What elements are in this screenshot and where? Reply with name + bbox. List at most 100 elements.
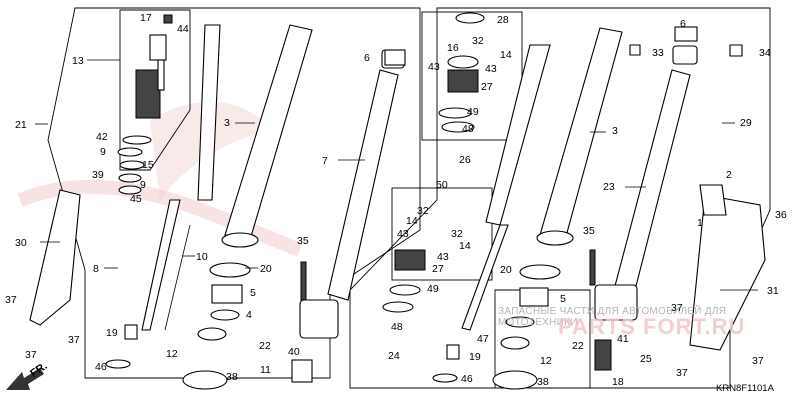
callout-30: 30 bbox=[15, 237, 27, 249]
callout-35-right: 35 bbox=[583, 225, 595, 237]
right-outer-tube-3 bbox=[536, 27, 623, 246]
diagram-code: KRN8F1101A bbox=[716, 383, 774, 394]
callout-3-left: 3 bbox=[224, 117, 230, 129]
callout-38-right: 38 bbox=[537, 376, 549, 388]
callout-26: 26 bbox=[459, 154, 471, 166]
callout-1: 1 bbox=[697, 217, 703, 229]
callout-32-c: 32 bbox=[451, 228, 463, 240]
watermark-caption: ЗАПАСНЫЕ ЧАСТИ ДЛЯ АВТОМОБИЛЕЙ ДЛЯ МОТОТ… bbox=[498, 306, 727, 328]
front-arrow bbox=[6, 368, 44, 390]
callout-22-right: 22 bbox=[572, 340, 584, 352]
callout-31: 31 bbox=[767, 285, 779, 297]
callout-23: 23 bbox=[603, 181, 615, 193]
callout-40: 40 bbox=[288, 346, 300, 358]
callout-11: 11 bbox=[260, 364, 271, 376]
callout-50: 50 bbox=[436, 179, 448, 191]
callout-44: 44 bbox=[177, 23, 189, 35]
callout-38-left: 38 bbox=[226, 371, 238, 383]
callout-39: 39 bbox=[92, 169, 104, 181]
callout-17: 17 bbox=[140, 12, 152, 24]
callout-15: 15 bbox=[142, 159, 154, 171]
callout-46-left: 46 bbox=[95, 361, 107, 373]
cartridge-13 bbox=[117, 14, 173, 195]
right-axle-holder bbox=[589, 249, 638, 321]
callout-6-left: 6 bbox=[364, 52, 370, 64]
callout-3-right: 3 bbox=[612, 125, 618, 137]
callout-22-left: 22 bbox=[259, 340, 271, 352]
callout-49-a: 49 bbox=[467, 106, 479, 118]
callout-48-a: 48 bbox=[462, 123, 474, 135]
callout-2: 2 bbox=[726, 169, 732, 181]
callout-25: 25 bbox=[640, 353, 652, 365]
callout-37-e: 37 bbox=[752, 355, 764, 367]
callout-27-a: 27 bbox=[481, 81, 493, 93]
callout-12-left: 12 bbox=[166, 348, 178, 360]
left-inner-tube-7 bbox=[327, 49, 405, 301]
callout-43-b: 43 bbox=[485, 63, 497, 75]
watermark-stroke bbox=[17, 179, 303, 257]
callout-35-left: 35 bbox=[297, 235, 309, 247]
right-damper-rod bbox=[461, 44, 551, 331]
callout-48-b: 48 bbox=[391, 321, 403, 333]
callout-32-a: 32 bbox=[472, 35, 484, 47]
left-damper-rod bbox=[141, 24, 221, 331]
callout-37-f: 37 bbox=[676, 367, 688, 379]
right-seals bbox=[384, 26, 743, 390]
box-22-right bbox=[494, 289, 591, 389]
callout-7: 7 bbox=[322, 155, 328, 167]
callout-47: 47 bbox=[477, 333, 489, 345]
callout-46-right: 46 bbox=[461, 373, 473, 385]
right-frame bbox=[349, 7, 771, 389]
callout-29: 29 bbox=[740, 117, 752, 129]
callout-43-a: 43 bbox=[428, 61, 440, 73]
left-axle-holder bbox=[299, 261, 339, 339]
left-fork-guard-30 bbox=[29, 189, 81, 326]
callout-41: 41 bbox=[617, 333, 629, 345]
callout-49-b: 49 bbox=[427, 283, 439, 295]
callout-13: 13 bbox=[72, 55, 84, 67]
callout-37-d: 37 bbox=[671, 302, 683, 314]
callout-20-left: 20 bbox=[260, 263, 272, 275]
callout-33: 33 bbox=[652, 47, 664, 59]
callout-43-d: 43 bbox=[437, 251, 449, 263]
callout-19-left: 19 bbox=[106, 327, 118, 339]
callout-24: 24 bbox=[388, 350, 400, 362]
callout-34: 34 bbox=[759, 47, 771, 59]
callout-6-right: 6 bbox=[680, 18, 686, 30]
right-fork-guard-31 bbox=[689, 194, 766, 351]
box-50 bbox=[391, 187, 493, 281]
callout-37-c: 37 bbox=[25, 349, 37, 361]
callout-19-right: 19 bbox=[469, 351, 481, 363]
callout-14-b: 14 bbox=[406, 215, 418, 227]
left-outer-tube-3 bbox=[221, 24, 313, 248]
callout-4: 4 bbox=[246, 309, 252, 321]
callout-27-b: 27 bbox=[432, 263, 444, 275]
callout-14-c: 14 bbox=[459, 240, 471, 252]
callout-12-right: 12 bbox=[540, 355, 552, 367]
callout-37-a: 37 bbox=[5, 294, 17, 306]
callout-21: 21 bbox=[15, 119, 27, 131]
leader-lines bbox=[35, 59, 758, 291]
callout-8: 8 bbox=[93, 263, 99, 275]
callout-32-b: 32 bbox=[417, 205, 429, 217]
callout-42: 42 bbox=[96, 131, 108, 143]
callout-45: 45 bbox=[130, 193, 142, 205]
left-frame bbox=[47, 7, 421, 379]
callout-5-right: 5 bbox=[560, 293, 566, 305]
inner-box-13 bbox=[119, 9, 191, 171]
callout-37-b: 37 bbox=[68, 334, 80, 346]
callout-28: 28 bbox=[497, 14, 509, 26]
right-inner-tube-23 bbox=[614, 45, 698, 291]
right-valve-parts bbox=[382, 12, 485, 313]
callout-20-right: 20 bbox=[500, 264, 512, 276]
callout-14-a: 14 bbox=[500, 49, 512, 61]
callout-5-left: 5 bbox=[250, 287, 256, 299]
watermark-logo: PARTS FORT.RU bbox=[558, 314, 746, 339]
callout-9a: 9 bbox=[100, 146, 106, 158]
callout-18: 18 bbox=[612, 376, 624, 388]
callout-36: 36 bbox=[775, 209, 787, 221]
callout-9b: 9 bbox=[140, 179, 146, 191]
callout-16: 16 bbox=[447, 42, 459, 54]
bracket-1 bbox=[699, 184, 727, 216]
